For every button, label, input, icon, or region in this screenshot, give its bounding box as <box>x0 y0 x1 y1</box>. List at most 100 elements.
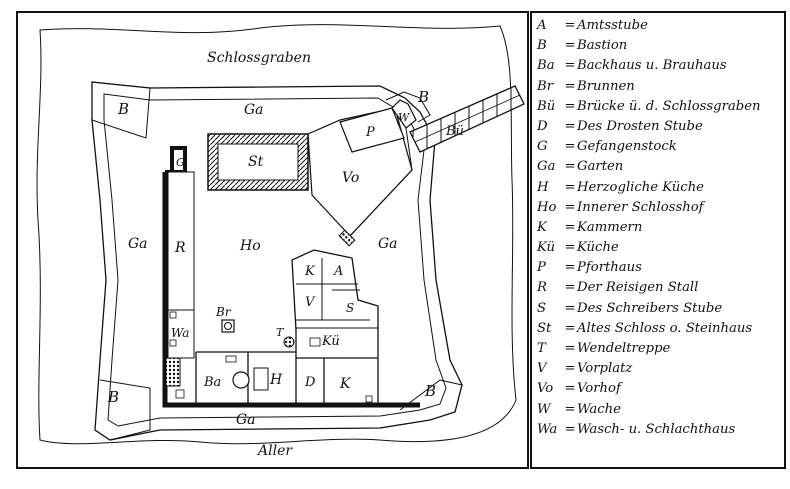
legend-row: D=Des Drosten Stube <box>537 119 782 139</box>
legend-row: Ba=Backhaus u. Brauhaus <box>537 58 782 78</box>
bastion-bottom-left <box>99 379 151 441</box>
legend-separator: = <box>564 139 576 155</box>
legend-abbr: V <box>537 361 547 377</box>
legend-separator: = <box>564 341 576 356</box>
legend-text: Backhaus u. Brauhaus <box>577 58 727 74</box>
legend-separator: = <box>564 199 576 215</box>
legend-abbr: W <box>537 401 551 417</box>
label-p: P <box>365 125 375 140</box>
legend-abbr: Kü <box>537 240 556 256</box>
curtain-wall <box>162 172 420 408</box>
legend-text: Altes Schloss o. Steinhaus <box>577 320 753 336</box>
legend-row: V=Vorplatz <box>537 361 782 381</box>
legend-separator: = <box>564 320 576 336</box>
label-aller: Aller <box>256 443 293 459</box>
label-schlossgraben: Schlossgraben <box>207 50 311 66</box>
legend-abbr: S <box>537 300 547 316</box>
legend-text: Wasch- u. Schlachthaus <box>577 421 736 437</box>
legend-separator: = <box>564 361 576 377</box>
label-t: T <box>276 326 285 339</box>
legend-row: Bü =Brücke ü. d. Schlossgraben <box>537 99 782 119</box>
legend-separator: = <box>564 78 576 94</box>
label-w: W <box>398 111 411 124</box>
label-ga-top: Ga <box>244 102 264 118</box>
legend-abbr: H <box>537 179 549 195</box>
legend-text: Innerer Schlosshof <box>577 199 704 215</box>
moat-shoreline <box>36 24 517 445</box>
legend-text: Der Reisigen Stall <box>577 280 699 296</box>
legend-separator: = <box>564 421 576 437</box>
legend-row: A=Amtsstube <box>537 18 782 38</box>
label-ga-right: Ga <box>378 236 398 252</box>
legend-text: Pforthaus <box>577 260 642 276</box>
legend-abbr: A <box>537 18 547 33</box>
label-b-bottom-right: B <box>424 382 436 400</box>
label-st: St <box>248 154 264 170</box>
building-w <box>391 99 417 129</box>
label-h: H <box>269 372 283 388</box>
label-v: V <box>305 295 316 310</box>
label-k-large: K <box>339 376 352 392</box>
legend-separator: = <box>564 280 576 296</box>
label-ga-bottom: Ga <box>236 412 256 428</box>
legend-row: Ho =Innerer Schlosshof <box>537 200 782 220</box>
legend-row: Kü=Küche <box>537 240 782 260</box>
bastion-bottom-right <box>399 379 463 413</box>
map-frame <box>16 11 529 469</box>
legend-separator: = <box>564 118 576 134</box>
legend-abbr: P <box>537 260 546 276</box>
legend-abbr: G <box>537 139 548 155</box>
label-g: G <box>176 156 185 169</box>
label-ho: Ho <box>239 238 261 254</box>
legend-row: Vo=Vorhof <box>537 381 782 401</box>
legend-abbr: Vo <box>537 381 554 397</box>
legend-row: H =Herzogliche Küche <box>537 180 782 200</box>
legend-text: Amtsstube <box>577 18 648 33</box>
gate-stair <box>338 229 356 247</box>
legend-row: R=Der Reisigen Stall <box>537 280 782 300</box>
bastion-top-left <box>91 81 151 139</box>
legend-text: Wendeltreppe <box>577 341 671 356</box>
legend-text: Vorhof <box>577 381 621 397</box>
legend-abbr: K <box>537 219 547 235</box>
legend-abbr: St <box>537 320 552 336</box>
legend-abbr: Ho <box>537 199 557 215</box>
legend-separator: = <box>564 179 576 195</box>
label-s: S <box>346 301 354 315</box>
legend-abbr: D <box>537 118 548 134</box>
legend-row: P=Pforthaus <box>537 260 782 280</box>
legend-abbr: T <box>537 341 546 356</box>
legend-separator: = <box>564 300 576 316</box>
legend-row: B =Bastion <box>537 38 782 58</box>
legend-text: Herzogliche Küche <box>577 179 704 195</box>
legend-text: Bastion <box>577 38 628 54</box>
legend-separator: = <box>564 401 576 417</box>
well-br <box>221 319 235 333</box>
legend-separator: = <box>564 98 576 114</box>
label-b-bottom-left: B <box>107 388 119 406</box>
legend-abbr: Ba <box>537 58 555 74</box>
legend-abbr: Ga <box>537 159 556 175</box>
legend-text: Küche <box>577 240 619 256</box>
legend-text: Brunnen <box>577 78 635 94</box>
legend-text: Des Schreibers Stube <box>577 300 723 316</box>
legend-separator: = <box>564 38 576 54</box>
bastion-top-right <box>385 91 431 123</box>
legend-abbr: B <box>537 38 547 54</box>
label-vo: Vo <box>342 170 359 186</box>
label-k-small: K <box>304 264 316 279</box>
label-ku: Kü <box>321 334 340 349</box>
legend-separator: = <box>564 219 576 235</box>
legend-abbr: Bü <box>537 98 556 114</box>
legend-text: Brücke ü. d. Schlossgraben <box>577 98 761 114</box>
legend-abbr: Br <box>537 78 553 94</box>
label-d: D <box>304 375 316 390</box>
label-b-top-right: B <box>417 88 429 106</box>
legend-row: Br =Brunnen <box>537 79 782 99</box>
legend-row: W=Wache <box>537 402 782 422</box>
label-wa: Wa <box>171 326 189 340</box>
legend-row: S =Des Schreibers Stube <box>537 301 782 321</box>
legend-row: Wa=Wasch- u. Schlachthaus <box>537 422 782 442</box>
